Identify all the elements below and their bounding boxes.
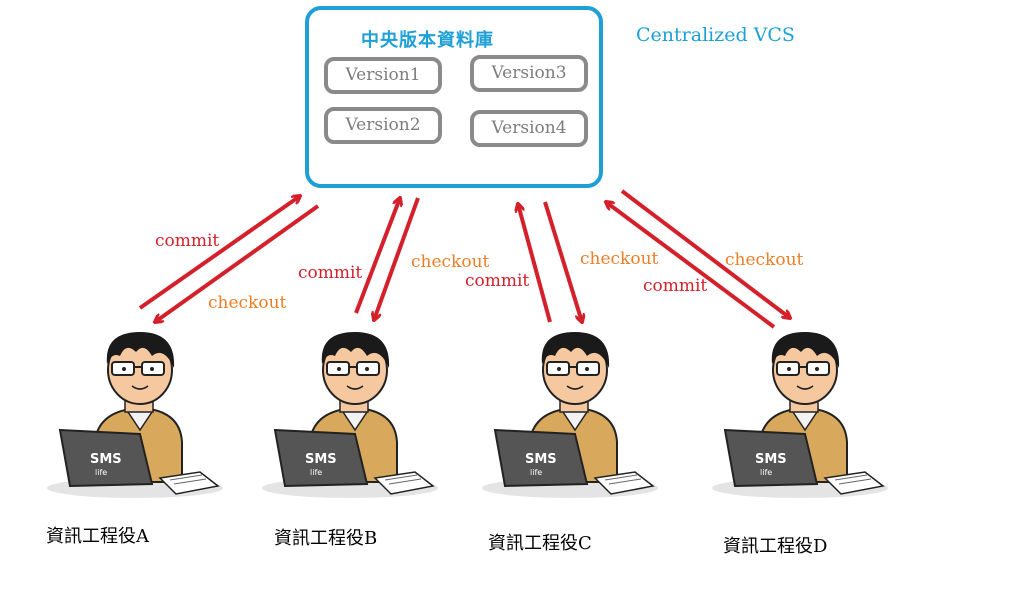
repository-title: 中央版本資料庫	[361, 30, 494, 51]
commit-label: commit	[465, 271, 530, 291]
commit-arrow	[518, 204, 552, 323]
version-box: Version2	[324, 107, 442, 144]
checkout-arrow	[374, 197, 420, 320]
laptop-logo-sub: life	[310, 468, 322, 477]
commit-label: commit	[298, 263, 363, 283]
commit-label: commit	[643, 276, 708, 296]
laptop-logo-sub: life	[95, 468, 107, 477]
laptop-logo: SMS	[305, 452, 337, 467]
laptop-logo-sub: life	[530, 468, 542, 477]
version-box: Version4	[470, 110, 588, 147]
central-repository: 中央版本資料庫 Version1 Version3 Version2 Versi…	[305, 6, 603, 188]
engineer-label: 資訊工程役D	[723, 536, 828, 557]
engineer-illustration: SMS life	[262, 332, 438, 498]
engineer-label: 資訊工程役C	[488, 533, 592, 554]
laptop-logo: SMS	[755, 452, 787, 467]
version-box: Version3	[470, 55, 588, 92]
engineer-label: 資訊工程役A	[46, 526, 149, 547]
laptop-logo-sub: life	[760, 468, 772, 477]
commit-arrow	[138, 196, 300, 310]
checkout-label: checkout	[580, 249, 659, 269]
engineer-illustration: SMS life	[482, 332, 658, 498]
diagram-caption: Centralized VCS	[636, 24, 795, 46]
engineer-illustration: SMS life	[47, 332, 223, 498]
checkout-arrow	[155, 204, 320, 322]
laptop-logo: SMS	[525, 452, 557, 467]
version-box: Version1	[324, 57, 442, 94]
checkout-arrow	[543, 201, 582, 322]
checkout-label: checkout	[208, 293, 287, 313]
commit-arrow	[354, 198, 400, 314]
engineer-illustration: SMS life	[712, 332, 888, 498]
checkout-label: checkout	[411, 252, 490, 272]
commit-arrow	[606, 202, 776, 329]
checkout-arrow	[620, 189, 790, 318]
commit-label: commit	[155, 231, 220, 251]
laptop-logo: SMS	[90, 452, 122, 467]
engineer-label: 資訊工程役B	[274, 528, 378, 549]
checkout-label: checkout	[725, 250, 804, 270]
